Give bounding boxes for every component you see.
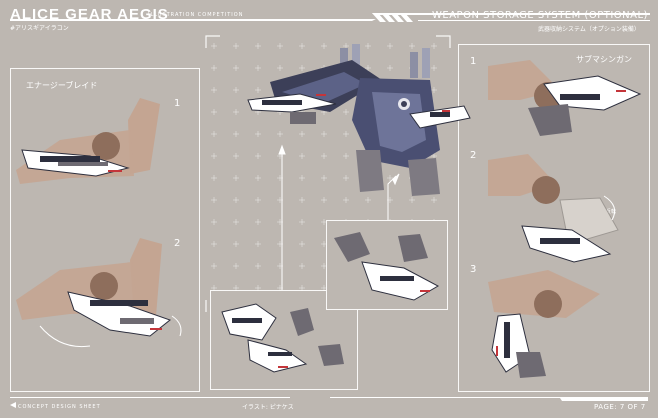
- smg-step-2: 2: [470, 150, 477, 161]
- system-title: WEAPON STORAGE SYSTEM (OPTIONAL): [432, 10, 648, 21]
- arm-with-blade-step2: [16, 238, 182, 348]
- blade-parts-illustration: [221, 303, 344, 373]
- arm-with-smg-step3: [488, 270, 600, 378]
- blade-parts-panel: [210, 290, 358, 390]
- submachine-gun-panel: [458, 44, 650, 392]
- sheet-label: CONCEPT DESIGN SHEET: [18, 404, 101, 410]
- gun-parts-illustration: [334, 232, 440, 301]
- smg-step-1: 1: [470, 56, 477, 67]
- page-number: PAGE: 7 OF 7: [594, 403, 646, 411]
- energy-blade-step-1: 1: [174, 98, 181, 109]
- gun-parts-panel: [326, 220, 448, 310]
- arm-with-blade-step1: [16, 98, 160, 184]
- submachine-gun-label: サブマシンガン: [576, 55, 632, 64]
- arm-with-smg-step1: [488, 60, 642, 136]
- hashtag-label: #アリスギアイラコン: [10, 25, 69, 32]
- connector-arrows: [278, 144, 400, 290]
- app-title: ALICE GEAR AEGIS: [10, 6, 169, 23]
- mech-back-unit-illustration: [247, 44, 471, 196]
- energy-blade-label: エナージーブレイド: [26, 81, 98, 90]
- arm-with-smg-step2: [488, 154, 619, 263]
- energy-blade-panel: [10, 68, 200, 392]
- rotate-note: 反転: [606, 209, 617, 215]
- smg-step-3: 3: [470, 264, 477, 275]
- illustrator-credit: イラスト: ピナケス: [242, 404, 294, 411]
- title-subtitle: ILLUSTRATION COMPETITION: [148, 12, 244, 18]
- energy-blade-step-2: 2: [174, 238, 181, 249]
- system-subtitle: 武器収納システム（オプション装備）: [538, 26, 640, 33]
